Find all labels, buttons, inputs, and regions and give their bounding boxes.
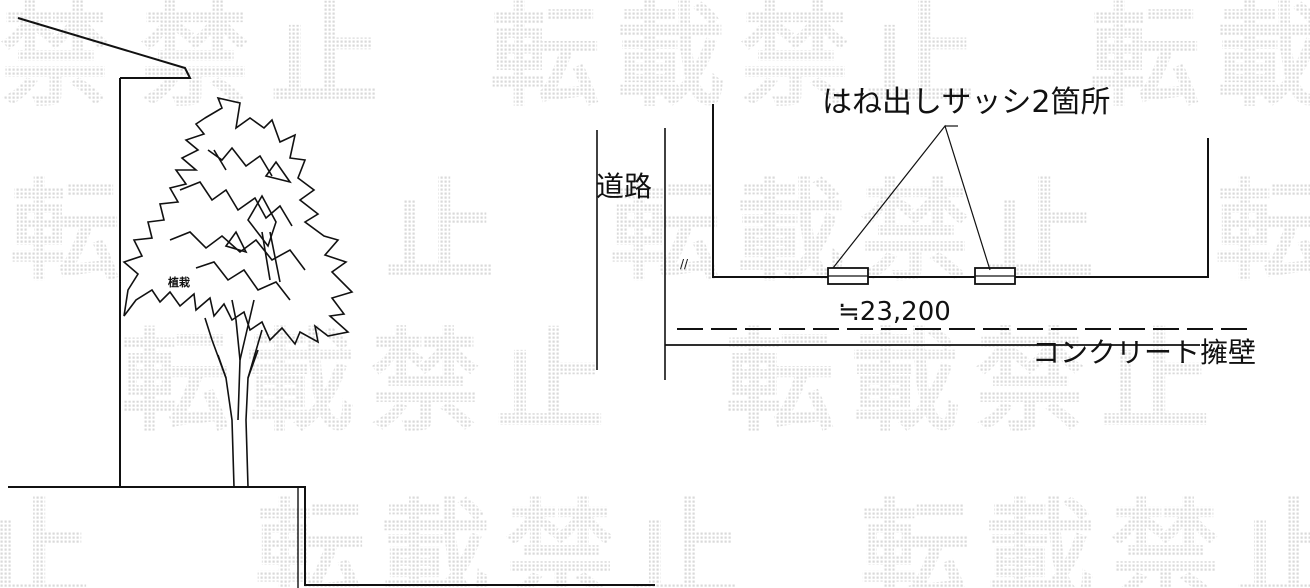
watermark-glyph: 止 [495, 318, 605, 446]
watermark-glyph: 転 [255, 488, 365, 588]
tree-crown-detail [169, 146, 306, 301]
watermark-glyph: 禁 [370, 318, 480, 446]
tree-label: 植栽 [167, 275, 190, 289]
retaining-wall [300, 486, 655, 586]
watermark-glyph: 止 [385, 168, 495, 296]
sash-label: はね出しサッシ2箇所 [822, 85, 1111, 120]
watermark-glyph: 転 [1215, 168, 1310, 296]
watermark-glyph: 転 [120, 318, 230, 446]
watermark-glyph: 転 [860, 488, 970, 588]
tree-branches [204, 299, 259, 379]
watermark-glyph: 載 [380, 488, 490, 588]
roof-eave [17, 17, 192, 79]
tree-crown [122, 96, 354, 346]
watermark-glyph: 載 [985, 488, 1095, 588]
dimension-label: ≒23,200 [838, 297, 951, 327]
watermark-glyph: 禁 [505, 488, 615, 588]
tree-crown-detail-2 [224, 160, 292, 254]
watermark-glyph: 載 [735, 168, 845, 296]
watermark-glyph: 止 [865, 0, 975, 121]
parallel-mark: // [680, 257, 689, 271]
watermark-glyph: 止 [0, 488, 90, 588]
watermark-glyph: 止 [1235, 488, 1310, 588]
watermark-glyph: 載 [1215, 0, 1310, 121]
tree-illustration [122, 96, 354, 488]
watermark-glyph: 禁 [975, 318, 1085, 446]
watermark-glyph: 止 [270, 0, 380, 121]
watermark-glyph: 止 [630, 488, 740, 588]
watermark-glyph: 転 [1090, 0, 1200, 121]
plan-drawing-right [596, 104, 1252, 380]
concrete-wall-label: コンクリート擁壁 [1032, 336, 1256, 369]
watermark-glyph: 転 [490, 0, 600, 121]
watermark-glyph: 禁 [860, 168, 970, 296]
watermark-glyph: 禁 [0, 0, 110, 121]
watermark-glyph: 禁 [740, 0, 850, 121]
watermark-glyph: 禁 [1110, 488, 1220, 588]
watermark-glyph: 止 [1100, 318, 1210, 446]
watermark-glyph: 載 [245, 318, 355, 446]
building-outline [712, 104, 1209, 278]
watermark-glyph: 転 [10, 168, 120, 296]
road-label: 道路 [596, 170, 652, 203]
watermark-glyph: 載 [850, 318, 960, 446]
section-drawing-left [8, 17, 655, 588]
watermark-glyph: 転 [725, 318, 835, 446]
watermark-glyph: 載 [615, 0, 725, 121]
